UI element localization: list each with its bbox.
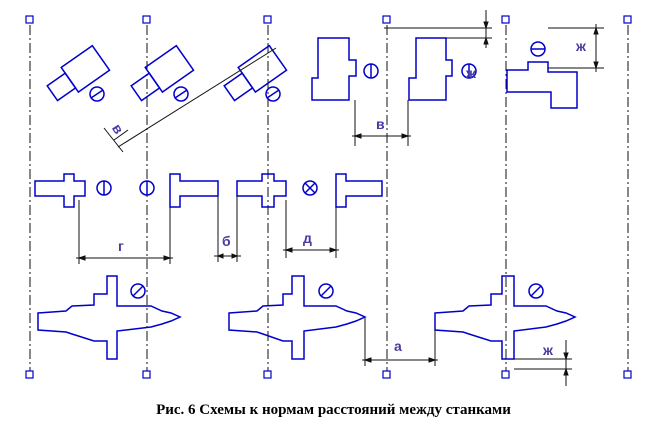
label-v-angled: в xyxy=(109,121,127,137)
label-g: г xyxy=(118,238,124,254)
lathe-4 xyxy=(335,173,383,208)
dimension-zh xyxy=(548,24,604,72)
label-zh-bottom: ж xyxy=(542,342,554,358)
large-machine-2 xyxy=(228,275,367,360)
side-machine-right xyxy=(408,37,477,101)
dimension-v-horizontal xyxy=(352,100,411,146)
dimension-v-angled xyxy=(103,47,277,153)
large-machine-3 xyxy=(434,275,577,360)
lathe-1 xyxy=(34,173,155,208)
dimension-a xyxy=(362,318,438,366)
lathe-2 xyxy=(169,173,219,208)
label-a: а xyxy=(394,338,402,354)
angled-machine-2 xyxy=(130,44,195,102)
label-d: д xyxy=(303,230,312,246)
label-zh-small: ж xyxy=(465,65,477,81)
column-axis-lines xyxy=(29,25,629,374)
label-b: б xyxy=(222,233,231,249)
dimension-g xyxy=(76,200,173,264)
dimension-b xyxy=(214,196,241,262)
column-markers xyxy=(25,15,632,379)
angled-machine-1 xyxy=(46,44,111,102)
dimension-bottom-right xyxy=(514,340,572,386)
label-zh: ж xyxy=(575,38,587,54)
side-machine-left xyxy=(311,37,379,101)
top-right-machine xyxy=(506,41,578,109)
large-machine-1 xyxy=(37,275,182,360)
dimension-d xyxy=(283,200,339,258)
figure-caption: Рис. 6 Схемы к нормам расстояний между с… xyxy=(156,402,511,418)
lathe-3 xyxy=(236,173,318,208)
angled-machine-3 xyxy=(223,44,288,102)
label-v: в xyxy=(376,116,385,132)
dimension-top-vertical xyxy=(384,10,492,48)
